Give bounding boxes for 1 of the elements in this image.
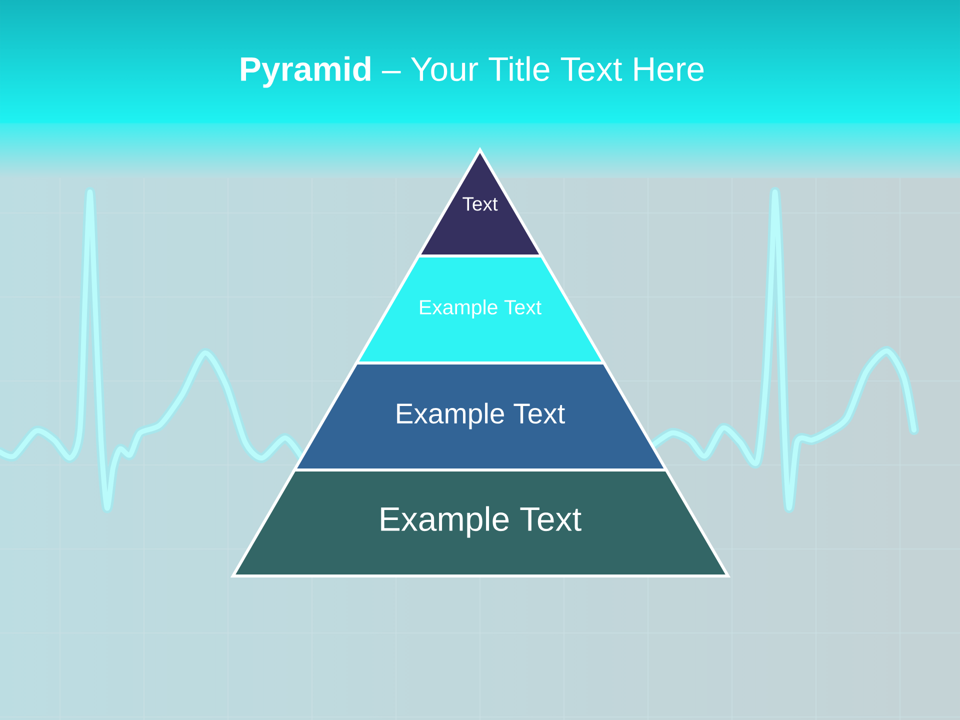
title: Pyramid – Your Title Text Here bbox=[241, 56, 704, 88]
